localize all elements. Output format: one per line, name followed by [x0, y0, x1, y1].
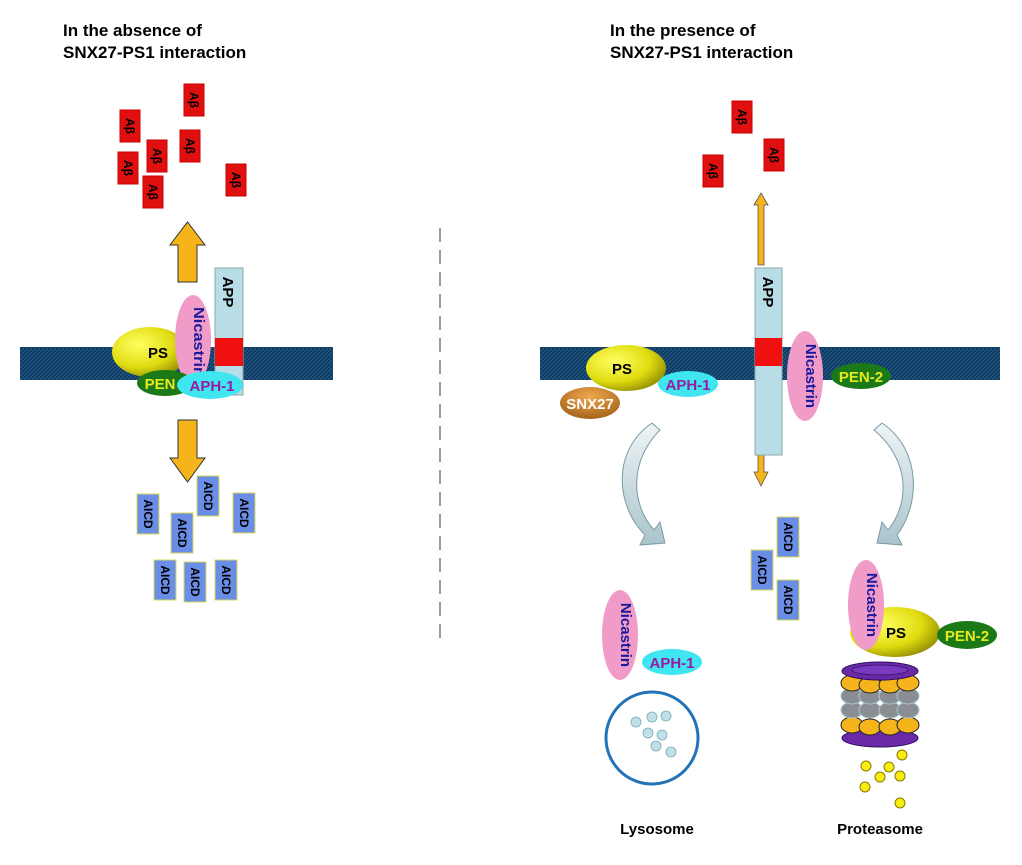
left-nicastrin — [175, 295, 211, 385]
lysosome-nicastrin — [602, 590, 638, 680]
left-ps-label: PS — [148, 345, 168, 362]
right-app-transmembrane — [755, 338, 782, 366]
right-title-line2: SNX27-PS1 interaction — [610, 43, 793, 62]
left-aph-label: APH-1 — [189, 378, 234, 395]
right-ps-label: PS — [612, 361, 632, 378]
left-title-line2: SNX27-PS1 interaction — [63, 43, 246, 62]
lysosome-nicastrin-label: Nicastrin — [617, 603, 634, 667]
abeta-peptide — [146, 139, 168, 173]
aicd-fragment-label: AICD — [755, 555, 769, 585]
right-snx27 — [560, 387, 620, 419]
abeta-peptide — [119, 109, 141, 143]
aicd-fragment-label: AICD — [158, 565, 172, 595]
left-aph — [177, 371, 243, 399]
right-aicd-group: AICD AICD AICD — [750, 516, 800, 621]
left-pen-label: PEN — [145, 376, 176, 393]
abeta-peptide — [225, 163, 247, 197]
left-down-arrow — [169, 419, 206, 483]
abeta-peptide-label: Aβ — [767, 147, 781, 163]
left-up-arrow — [168, 221, 207, 283]
lysosome-aph — [642, 649, 702, 675]
abeta-peptide — [183, 83, 205, 117]
right-pen — [831, 363, 891, 389]
aicd-fragment-label: AICD — [201, 481, 215, 511]
abeta-peptide — [763, 138, 785, 172]
aicd-fragment-label: AICD — [781, 585, 795, 615]
aicd-fragment — [170, 512, 194, 554]
aicd-fragment — [750, 549, 774, 591]
lysosome — [604, 690, 700, 786]
right-aph-label: APH-1 — [665, 377, 710, 394]
aicd-fragment-label: AICD — [188, 567, 202, 597]
aicd-fragment — [153, 559, 177, 601]
right-up-arrow — [753, 192, 769, 266]
left-app-label: APP — [219, 277, 236, 308]
proteasome-pen — [937, 621, 997, 649]
lysosome-label: Lysosome — [620, 821, 694, 838]
aicd-fragment — [136, 493, 160, 535]
aicd-fragment — [196, 475, 220, 517]
aicd-fragment-label: AICD — [237, 498, 251, 528]
proteasome-ps-label: PS — [886, 625, 906, 642]
lysosome-curved-arrow — [621, 422, 666, 546]
abeta-peptide-label: Aβ — [735, 109, 749, 125]
left-ps — [112, 327, 188, 377]
proteasome-nicastrin-label: Nicastrin — [863, 573, 880, 637]
abeta-peptide — [142, 175, 164, 209]
right-snx27-label: SNX27 — [566, 396, 614, 413]
abeta-peptide-label: Aβ — [150, 148, 164, 164]
proteasome-label: Proteasome — [837, 821, 923, 838]
lysosome-aph-label: APH-1 — [649, 655, 694, 672]
abeta-peptide-label: Aβ — [229, 172, 243, 188]
left-nicastrin-label: Nicastrin — [190, 307, 207, 377]
proteasome — [840, 661, 920, 748]
proteasome-pen-label: PEN-2 — [945, 628, 989, 645]
abeta-peptide-label: Aβ — [146, 184, 160, 200]
abeta-peptide — [702, 154, 724, 188]
aicd-fragment — [776, 579, 800, 621]
abeta-peptide-label: Aβ — [187, 92, 201, 108]
aicd-fragment — [214, 559, 238, 601]
aicd-fragment — [183, 561, 207, 603]
abeta-peptide — [179, 129, 201, 163]
proteasome-nicastrin — [848, 560, 884, 650]
abeta-peptide — [117, 151, 139, 185]
right-nicastrin — [787, 331, 823, 421]
abeta-peptide-label: Aβ — [706, 163, 720, 179]
aicd-fragment-label: AICD — [141, 499, 155, 529]
aicd-fragment-label: AICD — [219, 565, 233, 595]
aicd-fragment — [776, 516, 800, 558]
abeta-peptide — [731, 100, 753, 134]
abeta-peptide-label: Aβ — [183, 138, 197, 154]
left-app-transmembrane — [215, 338, 243, 366]
aicd-fragment — [232, 492, 256, 534]
right-ps — [586, 345, 666, 391]
lysosome-fragments — [630, 710, 677, 758]
abeta-peptide-label: Aβ — [121, 160, 135, 176]
aicd-fragment-label: AICD — [175, 518, 189, 548]
right-title-line1: In the presence of — [610, 21, 756, 40]
left-title-line1: In the absence of — [63, 21, 202, 40]
right-nicastrin-label: Nicastrin — [802, 344, 819, 408]
left-aicd-group: AICD AICD AICD AICD AICD AICD AICD — [136, 475, 256, 603]
right-aph — [658, 371, 718, 397]
right-app-label: APP — [759, 277, 776, 308]
peptide-fragments — [859, 749, 908, 809]
right-pen-label: PEN-2 — [839, 369, 883, 386]
proteasome-curved-arrow — [873, 422, 914, 546]
abeta-peptide-label: Aβ — [123, 118, 137, 134]
aicd-fragment-label: AICD — [781, 522, 795, 552]
